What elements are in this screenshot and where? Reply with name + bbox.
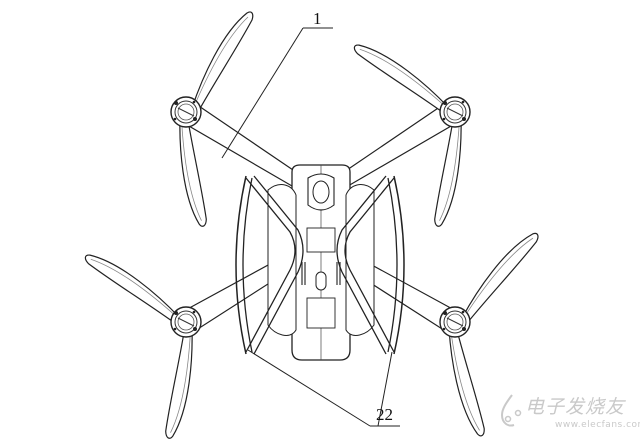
motor-hub-rear-right [439,306,471,338]
watermark-text: 电子发烧友 [525,396,626,418]
label-22: 22 [376,405,393,424]
motor-hub-front-left [170,96,202,128]
landing-gear-frames [235,175,405,355]
motor-hub-rear-left [170,306,202,338]
watermark-logo-icon [500,394,522,427]
watermark-url: www.elecfans.com [555,420,640,430]
label-1: 1 [313,9,322,28]
fuselage [267,164,375,361]
leader-lines [221,27,400,427]
motor-hub-front-right [439,96,471,128]
propeller-rear-left [83,230,226,440]
